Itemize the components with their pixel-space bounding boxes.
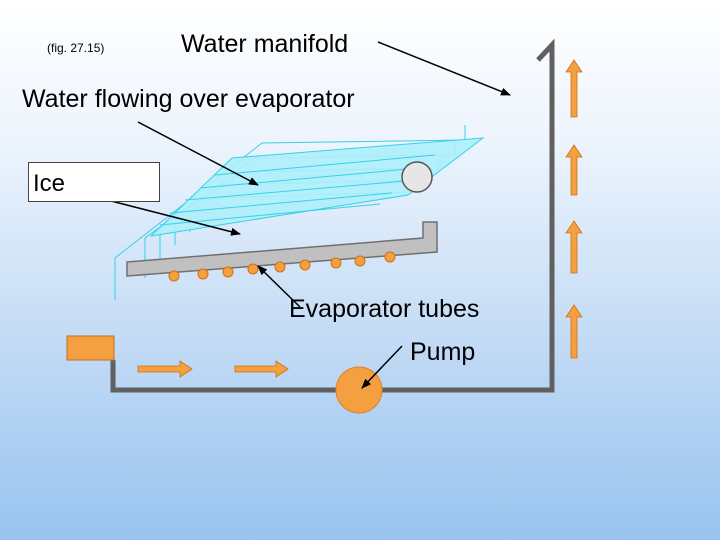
water-manifold-label: Water manifold: [181, 30, 349, 58]
water-pipe: [110, 38, 555, 393]
orange-arrow-up-icon: [565, 304, 583, 359]
orange-arrow-right-icon: [137, 360, 193, 378]
orange-arrow-up-icon: [565, 59, 583, 118]
ice-label: Ice: [33, 170, 66, 197]
evaporator-tube: [299, 259, 311, 271]
evaporator-tube: [168, 270, 180, 282]
evaporator-tube: [197, 268, 209, 280]
water-streaks: [159, 154, 436, 226]
evaporator-tube: [247, 263, 259, 275]
figure-number: (fig. 27.15): [47, 41, 105, 55]
evaporator-tube: [222, 266, 234, 278]
water-sheet: [149, 137, 485, 237]
orange-arrow-up-icon: [565, 220, 583, 274]
orange-arrow-up-icon: [565, 144, 583, 196]
ice-label-box: [28, 162, 160, 202]
water-flowing-label: Water flowing over evaporator: [22, 85, 355, 113]
orange-arrow-right-icon: [234, 360, 289, 378]
manifold-leader: [377, 41, 511, 96]
evaporator-tubes: [168, 251, 396, 282]
tubes-leader: [257, 265, 301, 308]
evaporator-tube: [384, 251, 396, 263]
evaporator-tray: [126, 221, 438, 277]
evaporator-tube: [274, 261, 286, 273]
evaporator-tube: [354, 255, 366, 267]
pump-leader: [361, 345, 403, 389]
reservoir-box: [66, 335, 115, 361]
evaporator-tubes-label: Evaporator tubes: [289, 295, 480, 323]
pump-label: Pump: [410, 338, 476, 366]
evaporator-tube: [330, 257, 342, 269]
water-manifold-ball: [401, 161, 433, 193]
flow-leader: [137, 121, 259, 186]
